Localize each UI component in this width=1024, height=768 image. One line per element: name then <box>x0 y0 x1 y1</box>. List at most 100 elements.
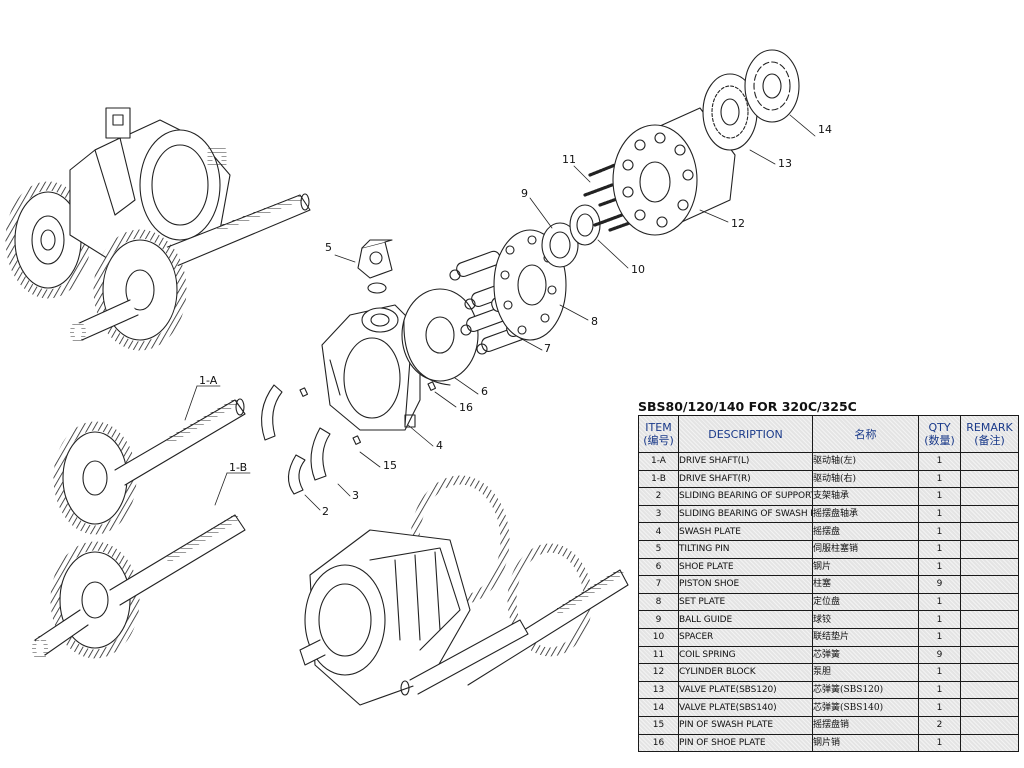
part-13-valve-plate <box>702 73 758 151</box>
cell-name-cn: 支架轴承 <box>812 487 919 506</box>
header-remark-cn: (备注) <box>974 434 1005 447</box>
cell-name-cn: 驱动轴(左) <box>812 452 919 471</box>
cell-item: 9 <box>638 610 679 629</box>
cell-remark <box>960 592 1019 612</box>
header-qty-en: QTY <box>928 421 951 434</box>
cell-item: 4 <box>638 522 679 541</box>
callout-1a: 1-A <box>199 374 218 387</box>
cell-name-cn: 摇摆盘销 <box>812 715 919 735</box>
cell-description: SHOE PLATE <box>678 557 813 577</box>
callout-1b: 1-B <box>229 461 248 474</box>
table-header-row: ITEM (编号) DESCRIPTION 名称 QTY (数量) REMARK… <box>638 415 1019 453</box>
callout-14: 14 <box>818 123 832 136</box>
cell-name-cn: 联结垫片 <box>812 627 919 647</box>
cell-remark <box>960 575 1019 594</box>
cell-description: CYLINDER BLOCK <box>678 663 813 682</box>
cell-description: PIN OF SWASH PLATE <box>678 715 813 735</box>
table-title: SBS80/120/140 FOR 320C/325C <box>638 399 857 414</box>
cell-qty: 1 <box>918 627 961 647</box>
cell-qty: 1 <box>918 610 961 629</box>
cell-qty: 9 <box>918 645 961 665</box>
cell-remark <box>960 487 1019 506</box>
part-14-valve-plate <box>744 49 800 123</box>
parts-list-panel: SBS80/120/140 FOR 320C/325C ITEM (编号) DE… <box>638 398 1019 753</box>
cell-name-cn: 定位盘 <box>812 592 919 612</box>
cell-name-cn: 芯弹簧 <box>812 645 919 665</box>
cell-remark <box>960 663 1019 682</box>
header-remark-en: REMARK <box>966 421 1013 434</box>
cell-remark <box>960 715 1019 735</box>
callout-6: 6 <box>481 385 488 398</box>
cell-remark <box>960 452 1019 471</box>
part-1b-drive-shaft <box>32 514 246 660</box>
cell-qty: 1 <box>918 522 961 541</box>
cell-remark <box>960 698 1019 717</box>
header-description: DESCRIPTION <box>678 415 813 453</box>
cell-qty: 1 <box>918 592 961 612</box>
cell-description: SLIDING BEARING OF SUPPORT <box>678 487 813 506</box>
callout-13: 13 <box>778 157 792 170</box>
cell-name-cn: 芯弹簧(SBS120) <box>812 680 919 700</box>
cell-description: PISTON SHOE <box>678 575 813 594</box>
cell-description: TILTING PIN <box>678 539 813 559</box>
cell-description: COIL SPRING <box>678 645 813 665</box>
cell-description: PIN OF SHOE PLATE <box>678 733 813 753</box>
cell-remark <box>960 504 1019 524</box>
cell-qty: 1 <box>918 469 961 489</box>
cell-qty: 1 <box>918 504 961 524</box>
part-5-tilting-pin <box>357 239 393 294</box>
callout-5: 5 <box>325 241 332 254</box>
cell-qty: 9 <box>918 575 961 594</box>
cell-description: VALVE PLATE(SBS120) <box>678 680 813 700</box>
cell-qty: 1 <box>918 663 961 682</box>
header-name-cn-text: 名称 <box>854 427 877 441</box>
callout-16: 16 <box>459 401 473 414</box>
cell-item: 1-B <box>638 469 679 489</box>
header-description-text: DESCRIPTION <box>708 427 783 441</box>
part-10-spacer <box>569 204 601 246</box>
cell-name-cn: 伺服柱塞销 <box>812 539 919 559</box>
cell-name-cn: 泵胆 <box>812 663 919 682</box>
cell-remark <box>960 645 1019 665</box>
cell-remark <box>960 539 1019 559</box>
callout-9: 9 <box>521 187 528 200</box>
header-name-cn: 名称 <box>812 415 919 453</box>
cell-remark <box>960 557 1019 577</box>
part-6-shoe-plate <box>401 288 479 386</box>
cell-remark <box>960 627 1019 647</box>
cell-item: 1-A <box>638 452 679 471</box>
cell-item: 14 <box>638 698 679 717</box>
cell-qty: 1 <box>918 733 961 753</box>
parts-table: ITEM (编号) DESCRIPTION 名称 QTY (数量) REMARK… <box>638 415 1019 753</box>
cell-description: BALL GUIDE <box>678 610 813 629</box>
part-1a-drive-shaft <box>53 398 246 535</box>
cell-item: 3 <box>638 504 679 524</box>
cell-item: 16 <box>638 733 679 753</box>
cell-remark <box>960 469 1019 489</box>
cell-qty: 1 <box>918 680 961 700</box>
header-item: ITEM (编号) <box>638 415 679 453</box>
callout-8: 8 <box>591 315 598 328</box>
cell-description: SLIDING BEARING OF SWASH PLATE <box>678 504 813 524</box>
cell-description: DRIVE SHAFT(L) <box>678 452 813 471</box>
cell-remark <box>960 522 1019 541</box>
cell-name-cn: 摇摆盘 <box>812 522 919 541</box>
cell-qty: 1 <box>918 698 961 717</box>
cell-description: VALVE PLATE(SBS140) <box>678 698 813 717</box>
callout-12: 12 <box>731 217 745 230</box>
leader-lines <box>184 114 816 511</box>
cell-item: 8 <box>638 592 679 612</box>
cell-remark <box>960 610 1019 629</box>
cell-remark <box>960 733 1019 753</box>
part-11-coil-springs <box>583 163 640 232</box>
